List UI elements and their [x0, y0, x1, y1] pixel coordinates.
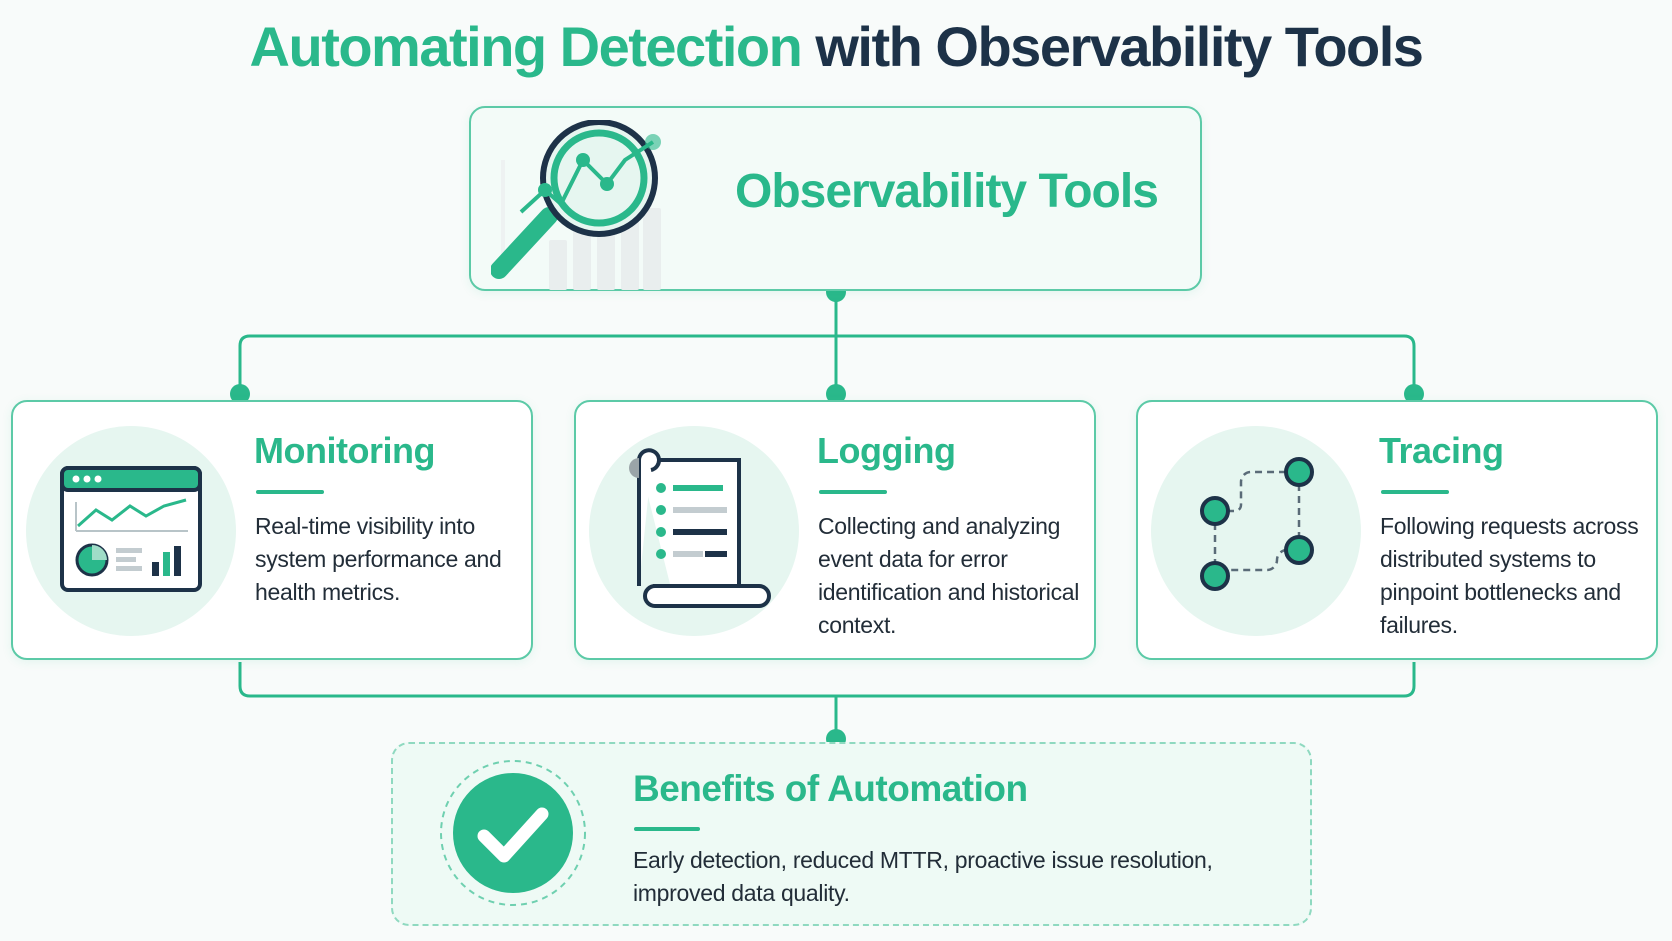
- benefits-description: Early detection, reduced MTTR, proactive…: [633, 847, 1213, 906]
- logging-description: Collecting and analyzing event data for …: [818, 513, 1080, 638]
- connector-dot-monitoring: [230, 384, 250, 404]
- tracing-card: Tracing Following requests across distri…: [1136, 400, 1658, 660]
- scroll-log-icon: [629, 448, 771, 608]
- tracing-title: Tracing: [1379, 430, 1504, 471]
- title-rest: with Observability Tools: [801, 15, 1424, 78]
- tracing-divider: [1381, 490, 1449, 494]
- monitoring-card: Monitoring Real-time visibility into sys…: [11, 400, 533, 660]
- checkmark-icon: [440, 760, 586, 906]
- title-accent: Automating Detection: [249, 15, 803, 78]
- page-title: Automating Detection with Observability …: [0, 12, 1672, 82]
- observability-tools-box: Observability Tools: [469, 106, 1202, 291]
- logging-title: Logging: [817, 430, 956, 471]
- benefits-box: Benefits of Automation Early detection, …: [391, 742, 1312, 926]
- tracing-icon-disc: [1151, 426, 1361, 636]
- dashboard-icon: [60, 466, 202, 592]
- observability-tools-label: Observability Tools: [735, 165, 1159, 218]
- monitoring-divider: [256, 490, 324, 494]
- tracing-description: Following requests across distributed sy…: [1380, 513, 1639, 638]
- logging-card: Logging Collecting and analyzing event d…: [574, 400, 1096, 660]
- connector-dot-logging: [826, 384, 846, 404]
- monitoring-title: Monitoring: [254, 430, 435, 471]
- benefits-title: Benefits of Automation: [633, 768, 1028, 809]
- benefits-divider: [634, 827, 700, 831]
- monitoring-icon-disc: [26, 426, 236, 636]
- logging-icon-disc: [589, 426, 799, 636]
- logging-divider: [819, 490, 887, 494]
- monitoring-description: Real-time visibility into system perform…: [255, 513, 502, 605]
- connector-dot-tracing: [1404, 384, 1424, 404]
- trace-nodes-icon: [1200, 457, 1314, 591]
- magnifier-chart-icon: [491, 120, 661, 290]
